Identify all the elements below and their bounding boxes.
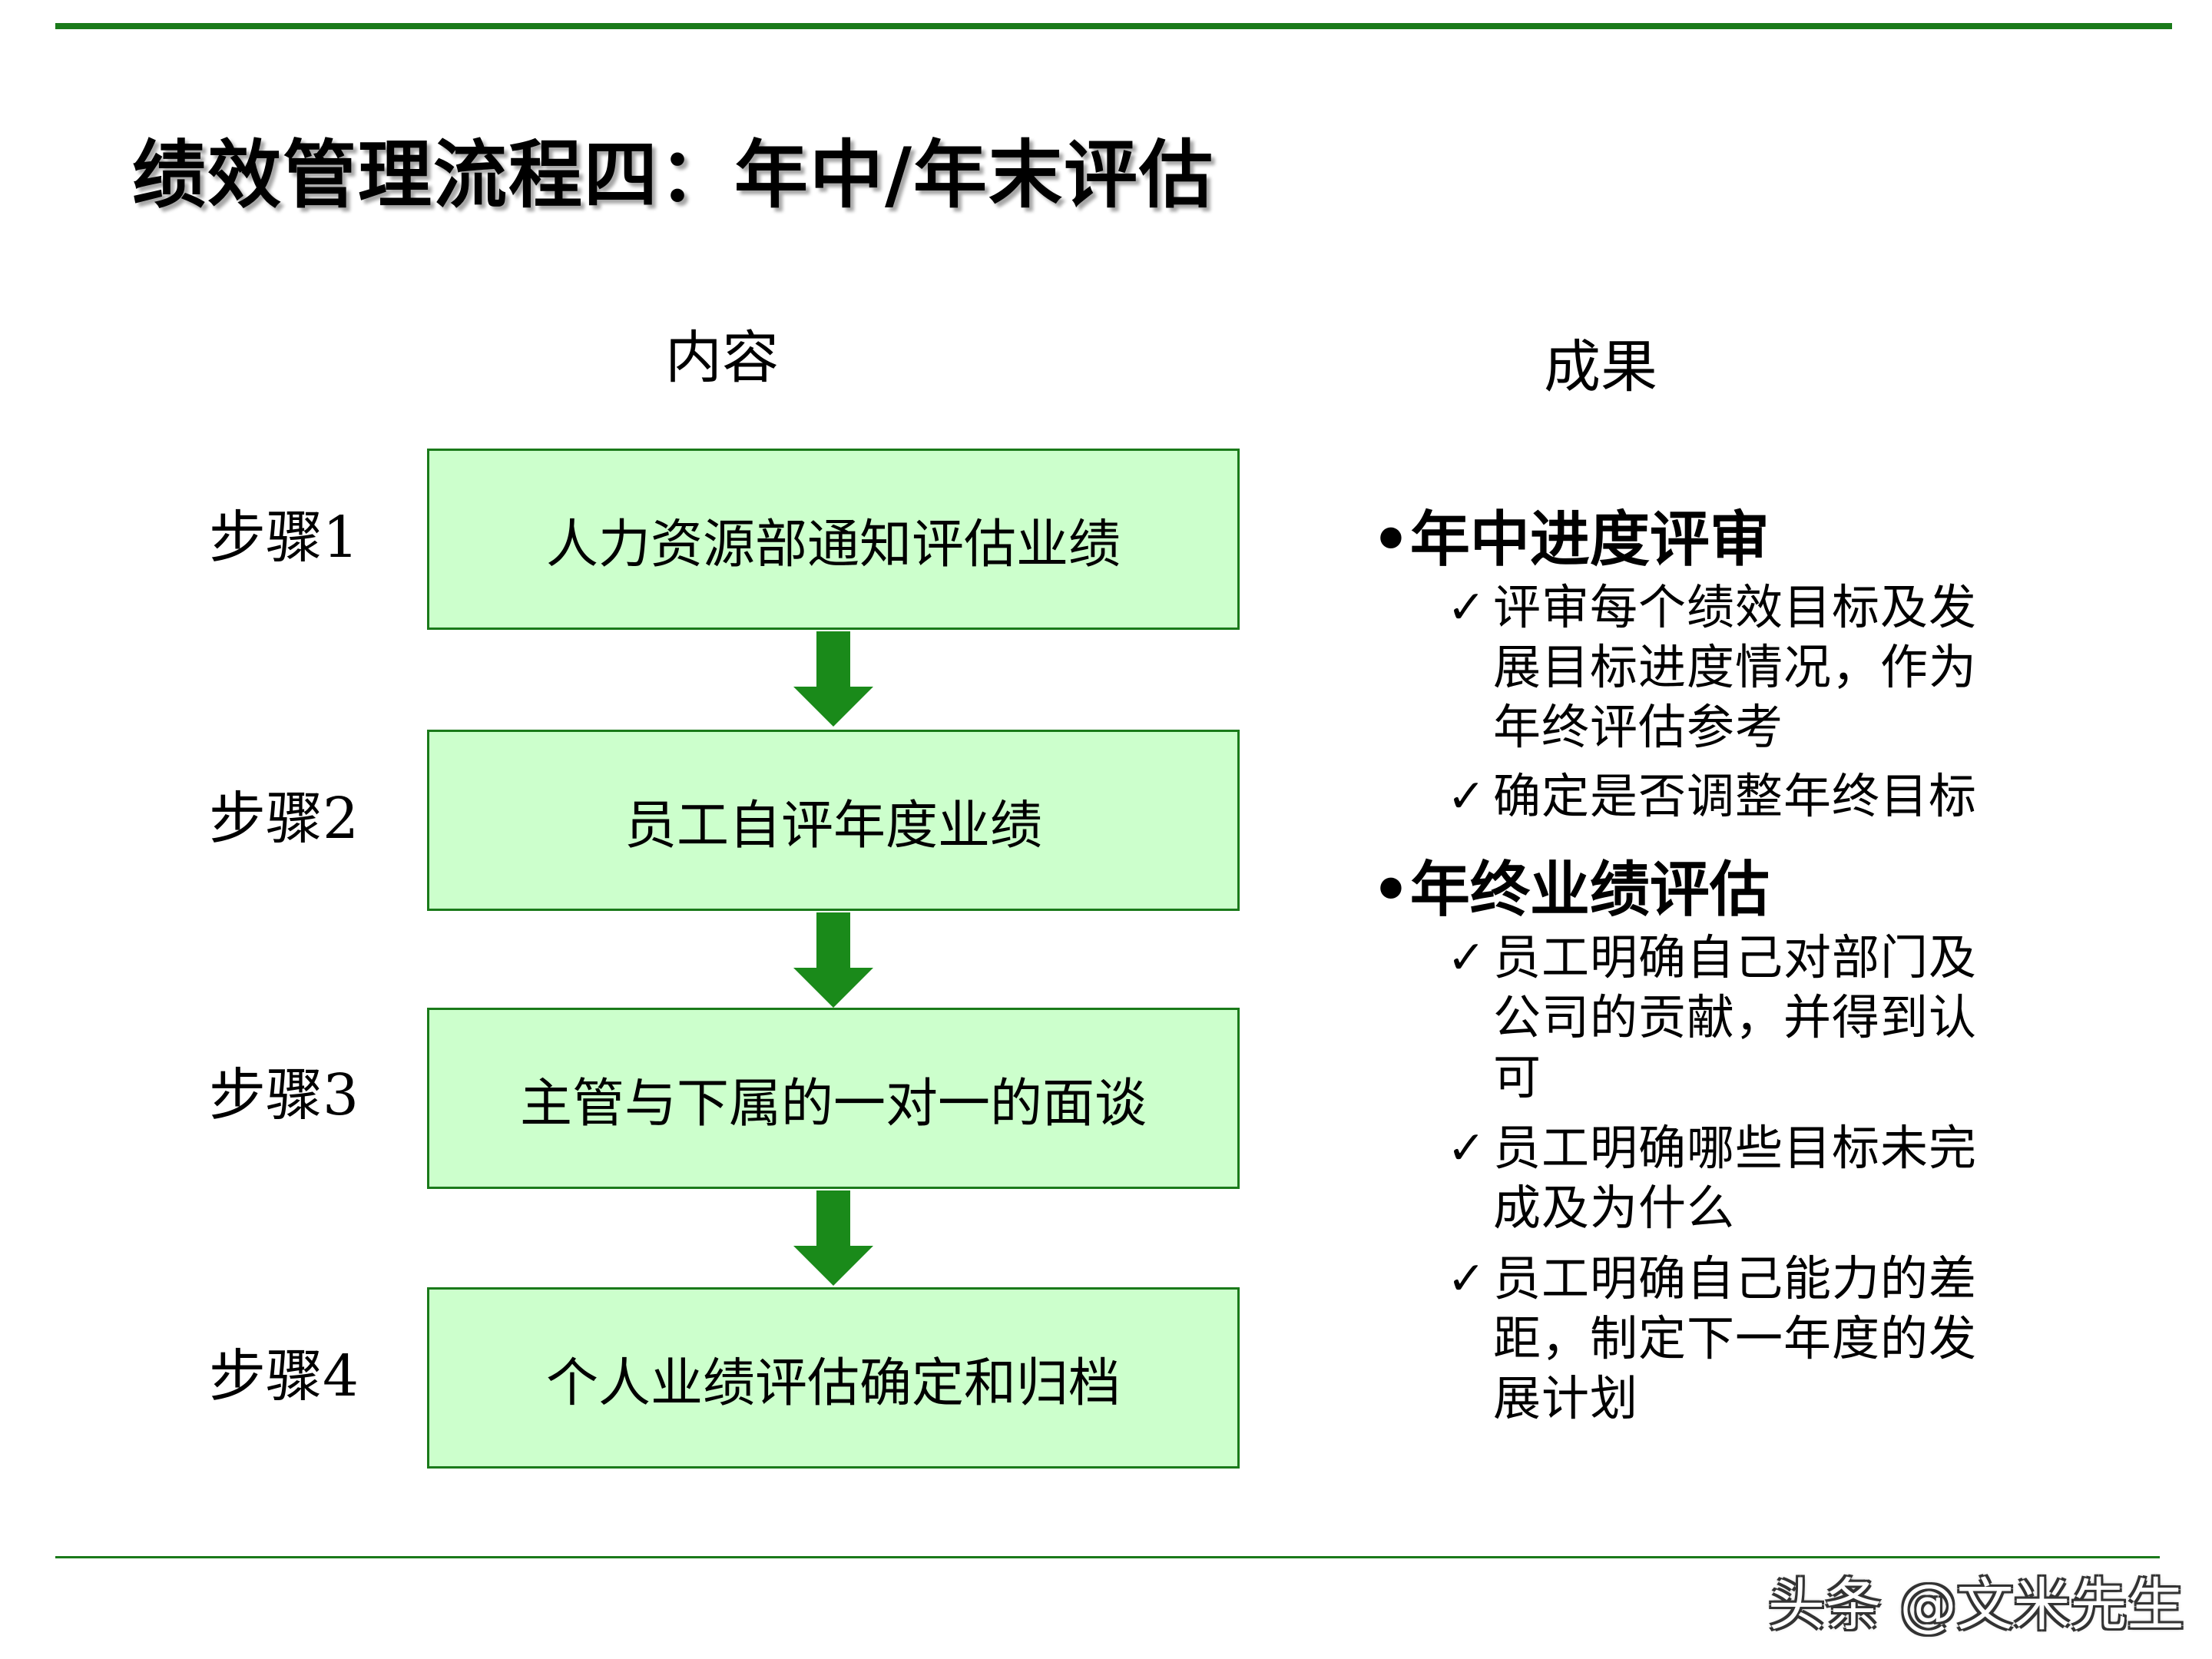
result-item: 员工明确自己能力的差距，制定下一年度的发展计划 [1493, 1250, 1978, 1426]
column-header-result: 成果 [1544, 334, 1657, 400]
result-heading-year-end: •年终业绩评估 [1372, 855, 1770, 925]
step-box-4: 个人业绩评估确定和归档 [427, 1287, 1240, 1469]
step-text-1: 人力资源部通知评估业绩 [545, 514, 1121, 575]
check-icon: ✓ [1447, 581, 1486, 634]
check-icon: ✓ [1447, 1252, 1486, 1306]
result-item: 员工明确哪些目标未完成及为什么 [1493, 1120, 1978, 1236]
result-item: 确定是否调整年终目标 [1493, 768, 1978, 824]
check-icon: ✓ [1447, 931, 1486, 985]
step-text-2: 员工自评年度业绩 [624, 795, 1042, 856]
step-label-2: 步骤2 [209, 786, 359, 852]
bottom-rule [55, 1556, 2160, 1558]
watermark: 头条 @文米先生 [1768, 1572, 2184, 1638]
top-rule [55, 23, 2172, 29]
down-arrow-icon [793, 912, 873, 1008]
column-header-content: 内容 [665, 325, 779, 391]
result-item: 员工明确自己对部门及公司的贡献，并得到认可 [1493, 929, 1978, 1105]
check-icon: ✓ [1447, 1121, 1486, 1175]
page-title: 绩效管理流程四：年中/年末评估 [132, 131, 1215, 218]
step-text-4: 个人业绩评估确定和归档 [545, 1353, 1121, 1414]
result-heading-mid-year: •年中进度评审 [1372, 505, 1770, 575]
step-box-1: 人力资源部通知评估业绩 [427, 449, 1240, 630]
step-label-4: 步骤4 [209, 1343, 359, 1409]
result-item: 评审每个绩效目标及发展目标进度情况，作为年终评估参考 [1493, 579, 1978, 755]
step-box-2: 员工自评年度业绩 [427, 730, 1240, 911]
down-arrow-icon [793, 631, 873, 727]
step-text-3: 主管与下属的一对一的面谈 [519, 1073, 1147, 1134]
step-box-3: 主管与下属的一对一的面谈 [427, 1008, 1240, 1189]
step-label-3: 步骤3 [209, 1062, 359, 1128]
down-arrow-icon [793, 1190, 873, 1286]
check-icon: ✓ [1447, 770, 1486, 823]
step-label-1: 步骤1 [209, 505, 359, 571]
